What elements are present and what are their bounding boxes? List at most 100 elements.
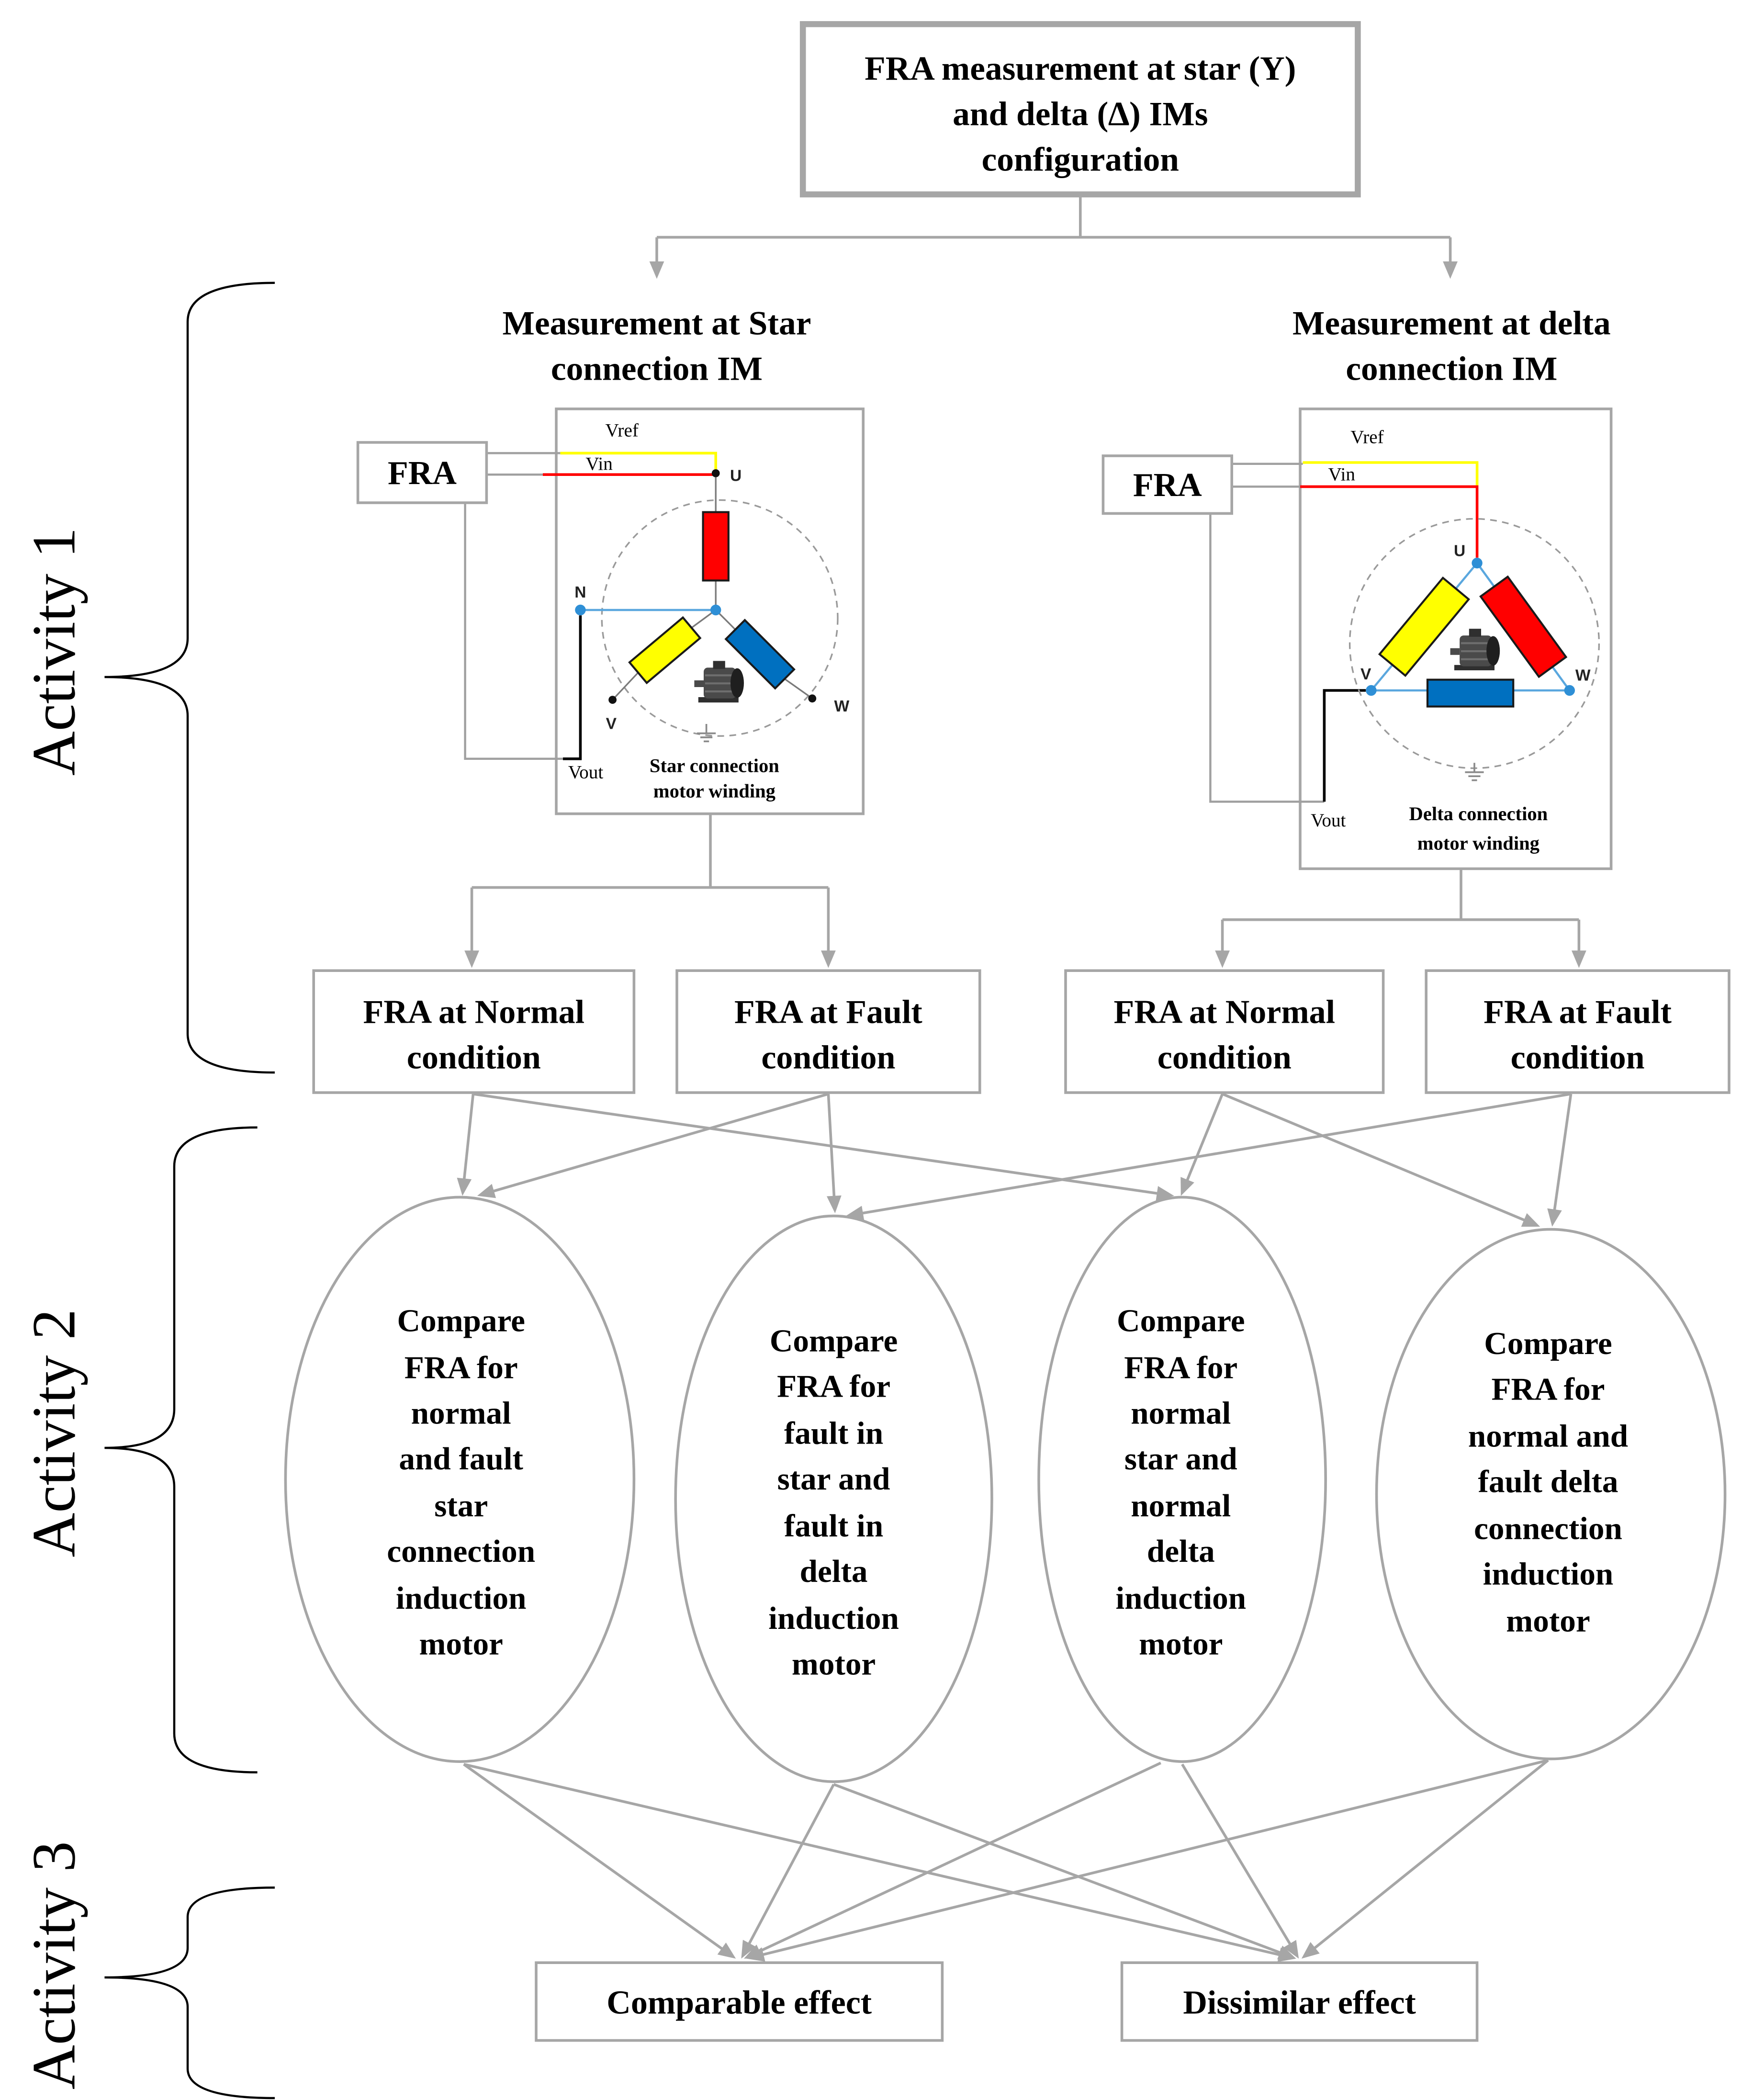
arrow-star-fault-to-compare-2-head xyxy=(826,1195,842,1213)
compare-2-line-8: motor xyxy=(792,1646,876,1682)
delta-fra-label: FRA xyxy=(1133,467,1202,504)
delta-node-u-label: U xyxy=(1454,542,1465,560)
arrow-delta-normal-to-compare-4-head xyxy=(1521,1213,1540,1227)
activity-3-label: Activity 3 xyxy=(19,1841,88,2089)
compare-1-line-5: star xyxy=(434,1488,488,1524)
compare-2-line-2: FRA for xyxy=(777,1368,890,1404)
star-vout-lead xyxy=(464,503,563,760)
compare-2-line-4: star and xyxy=(777,1461,890,1497)
star-heading-line-2: connection IM xyxy=(551,350,763,388)
compare-4-line-4: fault delta xyxy=(1478,1463,1618,1499)
motor-icon xyxy=(1450,629,1500,670)
title-line-3: configuration xyxy=(982,141,1179,179)
arrow-to-star-branch-head xyxy=(649,261,664,279)
compare-3-line-7: induction xyxy=(1115,1580,1246,1616)
star-fault-condition-line-1: FRA at Fault xyxy=(734,994,922,1030)
delta-vout-label: Vout xyxy=(1311,810,1346,831)
delta-circuit: FRA Vref Vin Vout U V W xyxy=(1101,407,1613,870)
motor-end-cap xyxy=(730,668,744,698)
star-vout-label: Vout xyxy=(568,762,603,782)
star-fault-condition-line-2: condition xyxy=(761,1039,895,1076)
delta-caption-line-2: motor winding xyxy=(1417,833,1539,854)
arrow-delta-fault-head xyxy=(1571,950,1586,968)
arrow-star-fault-to-compare-1 xyxy=(486,1093,829,1195)
delta-vin-wire xyxy=(1300,485,1479,558)
star-winding-u xyxy=(702,511,730,582)
delta-heading-line-2: connection IM xyxy=(1346,350,1557,388)
arrow-star-normal-to-compare-1-head xyxy=(457,1177,472,1196)
dissimilar-effect-box xyxy=(1120,1961,1479,2042)
compare-2-line-5: fault in xyxy=(784,1508,883,1544)
activity-3-brace xyxy=(104,1886,275,2100)
compare-3-line-4: star and xyxy=(1124,1441,1237,1477)
delta-fault-condition-line-1: FRA at Fault xyxy=(1483,994,1672,1030)
motor-base xyxy=(698,697,739,703)
star-vref-wire xyxy=(560,452,717,472)
arrow-star-fault-to-compare-1-head xyxy=(477,1184,496,1198)
star-node-v xyxy=(608,696,617,704)
title-box xyxy=(799,21,1361,198)
arrow-compare-3-to-dissimilar-head xyxy=(1283,1940,1299,1959)
star-node-w-label: W xyxy=(834,698,850,715)
delta-node-v xyxy=(1366,685,1377,696)
arrow-delta-normal-to-compare-4 xyxy=(1222,1093,1531,1224)
star-winding-w xyxy=(724,619,796,690)
arrow-compare-4-to-comparable-head xyxy=(746,1947,765,1962)
compare-4-line-5: connection xyxy=(1474,1510,1622,1546)
star-normal-condition-line-1: FRA at Normal xyxy=(363,994,585,1030)
star-fra-label: FRA xyxy=(388,455,457,492)
arrow-delta-fault-to-compare-4 xyxy=(1552,1094,1573,1217)
delta-vin-label: Vin xyxy=(1328,464,1355,485)
delta-normal-condition-line-1: FRA at Normal xyxy=(1113,994,1335,1030)
arrow-compare-4-to-dissimilar xyxy=(1309,1759,1549,1953)
compare-2-line-7: induction xyxy=(768,1600,899,1636)
delta-fault-condition-line-2: condition xyxy=(1511,1039,1645,1076)
ground-icon xyxy=(697,723,716,743)
arrow-compare-2-to-dissimilar-head xyxy=(1277,1945,1296,1960)
delta-winding-uw xyxy=(1479,575,1568,678)
arrow-compare-2-to-dissimilar xyxy=(833,1783,1287,1956)
arrow-delta-normal-to-compare-3 xyxy=(1183,1093,1224,1187)
compare-3-line-3: normal xyxy=(1131,1395,1231,1431)
dissimilar-effect-label: Dissimilar effect xyxy=(1183,1985,1416,2021)
compare-1-ellipse xyxy=(284,1196,636,1763)
arrow-compare-1-to-dissimilar xyxy=(463,1763,1286,1958)
delta-node-w xyxy=(1564,685,1575,696)
star-caption-line-1: Star connection xyxy=(650,755,779,776)
arrow-compare-1-to-comparable-head xyxy=(717,1942,736,1959)
star-node-n-label: N xyxy=(574,584,586,601)
delta-vref-label: Vref xyxy=(1350,427,1384,447)
star-node-u-label: U xyxy=(730,467,742,485)
arrow-star-normal-to-compare-1 xyxy=(462,1094,475,1186)
motor-fin xyxy=(1461,642,1491,644)
motor-terminal-box xyxy=(1469,629,1481,637)
compare-1-line-6: connection xyxy=(387,1533,535,1569)
delta-fra-box xyxy=(1101,454,1233,515)
arrow-star-normal-to-compare-3-head xyxy=(1156,1186,1174,1201)
compare-1-line-3: normal xyxy=(411,1395,511,1431)
title-line-1: FRA measurement at star (Y) xyxy=(865,49,1296,87)
arrow-compare-4-to-dissimilar-head xyxy=(1301,1942,1320,1959)
star-yellow-v-link xyxy=(612,672,639,700)
motor-terminal-box xyxy=(713,661,725,669)
delta-node-u xyxy=(1472,557,1483,569)
arrow-star-fault-to-compare-2 xyxy=(827,1094,836,1203)
arrow-compare-1-to-comparable xyxy=(463,1763,729,1954)
star-circuit: FRA Vref Vin Vout U N V W xyxy=(356,407,865,815)
arrow-delta-fault-to-compare-4-head xyxy=(1547,1208,1562,1227)
star-normal-condition-box xyxy=(312,969,636,1094)
compare-3-line-8: motor xyxy=(1139,1626,1223,1661)
star-vin-label: Vin xyxy=(585,453,612,474)
compare-4-line-7: motor xyxy=(1506,1603,1590,1639)
compare-1-line-4: and fault xyxy=(399,1441,523,1477)
title-line-2: and delta (∆) IMs xyxy=(953,95,1208,133)
arrow-delta-normal-head xyxy=(1215,950,1230,968)
star-node-w xyxy=(808,694,817,703)
arrow-compare-4-to-comparable xyxy=(756,1759,1549,1958)
compare-3-line-2: FRA for xyxy=(1124,1349,1237,1385)
delta-caption-line-1: Delta connection xyxy=(1409,803,1548,824)
delta-node-w-label: W xyxy=(1575,667,1591,685)
motor-icon xyxy=(694,661,744,703)
delta-heading-line-1: Measurement at delta xyxy=(1292,304,1611,342)
